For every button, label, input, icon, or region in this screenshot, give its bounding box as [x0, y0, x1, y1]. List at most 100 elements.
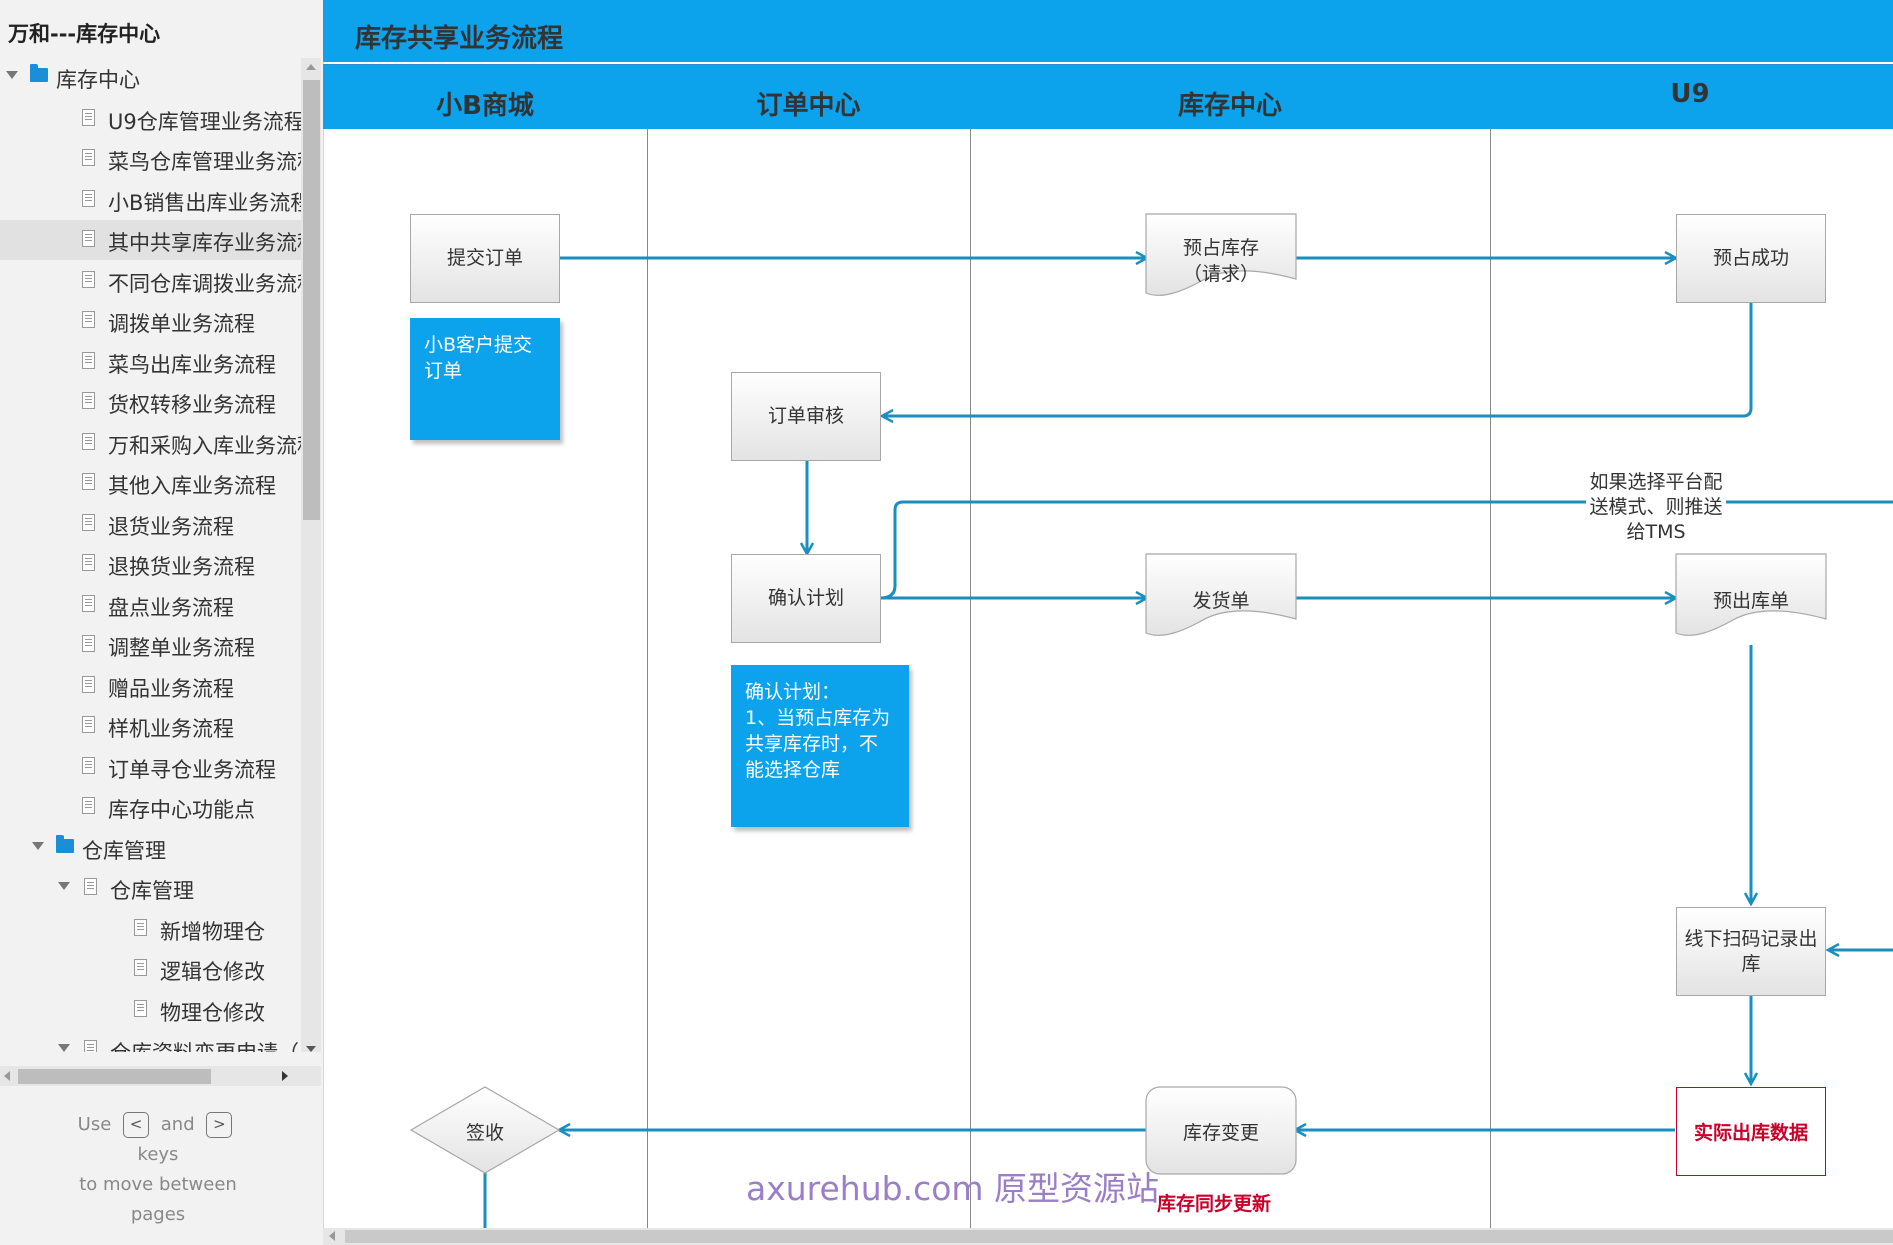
tree-item-label: 仓库资料变更申请（ — [110, 1037, 299, 1052]
tree-item-19[interactable]: 仓库管理 — [0, 828, 301, 868]
stock-change-label: 库存变更 — [1183, 1122, 1259, 1144]
expand-arrow-icon[interactable] — [32, 841, 44, 850]
next-key-icon: > — [206, 1112, 233, 1138]
page-icon — [134, 999, 147, 1017]
page-icon — [82, 635, 95, 652]
scroll-right-arrow-icon[interactable] — [282, 1071, 288, 1081]
scroll-up-arrow-icon[interactable] — [306, 64, 316, 70]
expand-arrow-icon[interactable] — [58, 882, 70, 890]
tree-item-10[interactable]: 其他入库业务流程 — [0, 463, 301, 503]
tree-item-label: 订单寻仓业务流程 — [108, 757, 276, 782]
tree-item-label: 库存中心 — [56, 68, 140, 92]
scrollbar-thumb[interactable] — [303, 80, 320, 520]
note-small-b-submit: 小B客户提交订单 — [410, 318, 560, 440]
page-icon — [82, 675, 95, 693]
page-icon — [82, 473, 95, 490]
tree-item-label: 仓库管理 — [110, 879, 194, 903]
node-submit-order[interactable]: 提交订单 — [410, 214, 560, 303]
canvas-horizontal-scrollbar[interactable] — [323, 1228, 1893, 1245]
tree-item-16[interactable]: 样机业务流程 — [0, 706, 301, 746]
tree-item-7[interactable]: 菜鸟出库业务流程 — [0, 342, 301, 382]
tree-item-12[interactable]: 退换货业务流程 — [0, 544, 301, 584]
tree-item-label: 其他入库业务流程 — [108, 474, 276, 498]
node-delivery-note[interactable] — [1145, 553, 1297, 636]
tree-item-23[interactable]: 物理仓修改 — [0, 990, 301, 1030]
node-stock-change-shape[interactable] — [1145, 1086, 1297, 1175]
tree-item-label: 货权转移业务流程 — [108, 393, 276, 417]
page-title: 库存共享业务流程 — [355, 24, 564, 54]
tree-item-label: 盘点业务流程 — [108, 595, 234, 620]
page-icon — [82, 392, 95, 409]
tree-item-14[interactable]: 调整单业务流程 — [0, 625, 301, 665]
node-pre-outbound[interactable] — [1675, 553, 1827, 636]
node-confirm-plan[interactable]: 确认计划 — [731, 554, 881, 643]
lane-divider — [647, 128, 648, 1228]
tree-item-20[interactable]: 仓库管理 — [0, 868, 301, 908]
tree-item-13[interactable]: 盘点业务流程 — [0, 585, 301, 625]
prev-key-icon: < — [123, 1112, 150, 1138]
scrollbar-thumb[interactable] — [345, 1230, 1893, 1243]
lane-divider — [1490, 128, 1491, 1228]
page-tree: 库存中心 U9仓库管理业务流程菜鸟仓库管理业务流程小B销售出库业务流程其中共享库存… — [0, 58, 301, 1052]
sidebar-horizontal-scrollbar[interactable] — [0, 1066, 321, 1086]
tree-item-label: 逻辑仓修改 — [160, 960, 265, 984]
tree-item-8[interactable]: 货权转移业务流程 — [0, 382, 301, 422]
tree-item-6[interactable]: 调拨单业务流程 — [0, 301, 301, 341]
reserve-request-label-line1: 预占库存 — [1183, 237, 1259, 259]
lane-order-center: 订单中心 — [756, 91, 861, 121]
help-line2: to move between — [79, 1174, 237, 1195]
tree-item-0[interactable]: 库存中心 — [0, 58, 301, 97]
project-title: 万和---库存中心 — [8, 22, 161, 46]
reserve-request-label-line2: （请求） — [1183, 263, 1259, 285]
delivery-note-label: 发货单 — [1192, 590, 1249, 612]
tree-item-18[interactable]: 库存中心功能点 — [0, 787, 301, 827]
node-reserve-success[interactable]: 预占成功 — [1676, 214, 1826, 303]
tree-item-17[interactable]: 订单寻仓业务流程 — [0, 747, 301, 787]
stock-sync-label: 库存同步更新 — [1157, 1193, 1272, 1215]
scrollbar-thumb[interactable] — [18, 1069, 211, 1084]
scroll-left-arrow-icon[interactable] — [329, 1231, 335, 1241]
lane-inventory-center: 库存中心 — [1177, 91, 1282, 121]
node-offline-scan[interactable]: 线下扫码记录出库 — [1676, 907, 1826, 996]
note-confirm-plan: 确认计划： 1、当预占库存为共享库存时，不能选择仓库 — [731, 665, 909, 827]
page-icon — [82, 189, 95, 207]
expand-arrow-icon[interactable] — [58, 1044, 70, 1052]
node-reserve-request[interactable] — [1145, 213, 1297, 296]
tree-item-5[interactable]: 不同仓库调拨业务流程 — [0, 261, 301, 301]
node-actual-outbound[interactable]: 实际出库数据 — [1676, 1087, 1826, 1176]
tree-item-1[interactable]: U9仓库管理业务流程 — [0, 99, 301, 139]
swimlane-header: 小B商城 订单中心 库存中心 U9 — [323, 64, 1893, 129]
sidebar-vertical-scrollbar[interactable] — [301, 58, 321, 1052]
scroll-left-arrow-icon[interactable] — [4, 1071, 10, 1081]
tree-item-22[interactable]: 逻辑仓修改 — [0, 949, 301, 989]
tree-item-label: 库存中心功能点 — [108, 798, 255, 822]
page-icon — [82, 311, 95, 328]
tree-item-2[interactable]: 菜鸟仓库管理业务流程 — [0, 139, 301, 179]
pre-outbound-label: 预出库单 — [1713, 590, 1789, 612]
connector-success-to-review — [883, 303, 1753, 416]
scroll-down-arrow-icon[interactable] — [306, 1046, 316, 1052]
sign-label: 签收 — [466, 1122, 504, 1144]
node-sign-diamond[interactable] — [409, 1086, 561, 1174]
node-order-review[interactable]: 订单审核 — [731, 372, 881, 461]
expand-arrow-icon[interactable] — [6, 71, 18, 79]
tree-item-label: 物理仓修改 — [160, 1000, 265, 1025]
tree-item-11[interactable]: 退货业务流程 — [0, 504, 301, 544]
lane-small-b-mall: 小B商城 — [436, 91, 534, 121]
tree-item-4[interactable]: 其中共享库存业务流程 — [0, 220, 301, 260]
help-keys: keys — [137, 1144, 179, 1165]
tree-item-label: 菜鸟仓库管理业务流程 — [108, 150, 301, 174]
tree-item-label: 新增物理仓 — [160, 919, 265, 944]
tree-item-9[interactable]: 万和采购入库业务流程 — [0, 423, 301, 463]
tree-item-label: 不同仓库调拨业务流程 — [108, 271, 301, 296]
tree-item-3[interactable]: 小B销售出库业务流程 — [0, 180, 301, 220]
page-icon — [82, 270, 95, 288]
tree-item-label: 赠品业务流程 — [108, 676, 234, 701]
tree-item-21[interactable]: 新增物理仓 — [0, 909, 301, 949]
page-icon — [84, 1040, 97, 1052]
tree-item-label: 菜鸟出库业务流程 — [108, 352, 276, 377]
page-icon — [82, 149, 95, 166]
tree-item-24[interactable]: 仓库资料变更申请（ — [0, 1030, 301, 1052]
help-use: Use — [77, 1114, 112, 1135]
tree-item-15[interactable]: 赠品业务流程 — [0, 666, 301, 706]
